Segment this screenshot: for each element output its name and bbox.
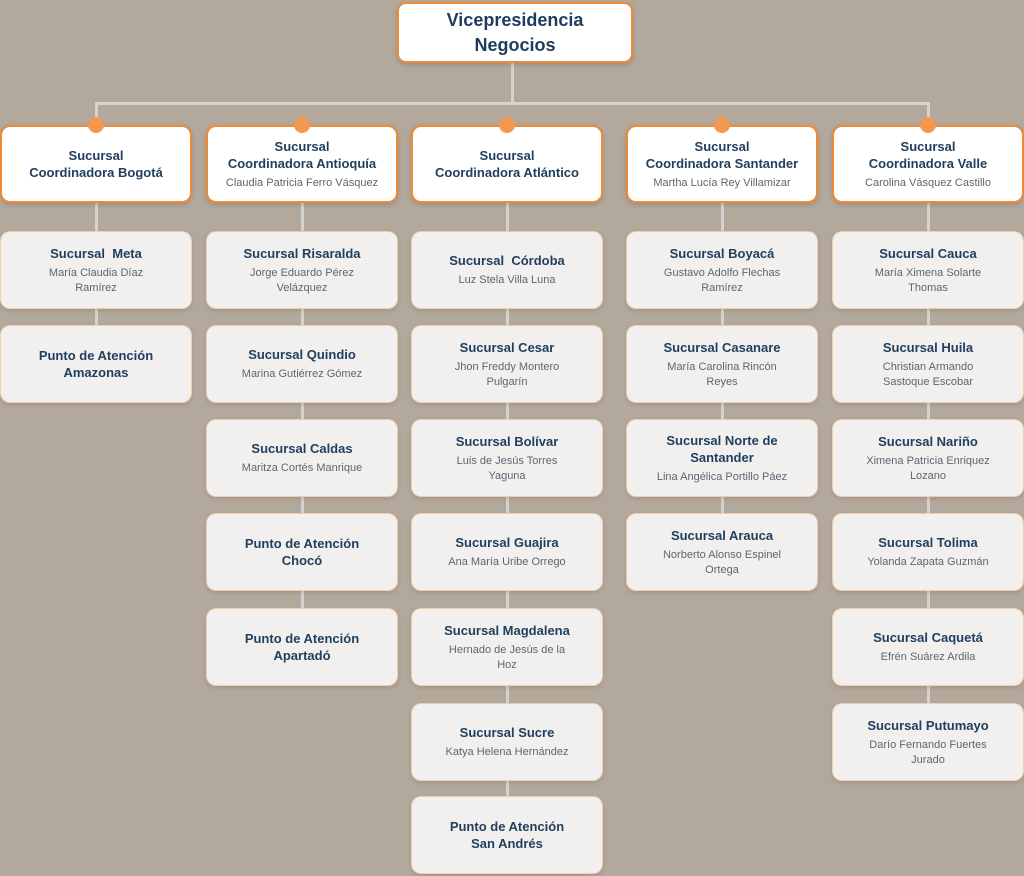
node-sucursal-huila[interactable]: Sucursal Huila Christian Armando Sastoqu…	[832, 325, 1024, 403]
node-punto-atencion-amazonas[interactable]: Punto de Atención Amazonas	[0, 325, 192, 403]
node-title: Sucursal Huila	[882, 339, 974, 355]
node-title: Sucursal Guajira	[455, 535, 559, 551]
node-person-name: Jhon Freddy Montero Pulgarín	[454, 361, 560, 388]
node-person-name: María Carolina Rincón Reyes	[667, 361, 777, 388]
node-sucursal-magdalena[interactable]: Sucursal Magdalena Hernado de Jesús de l…	[411, 608, 603, 686]
node-coordinadora-antioquia[interactable]: Sucursal Coordinadora Antioquía Claudia …	[206, 125, 398, 203]
node-person-name: Hernado de Jesús de la Hoz	[448, 644, 566, 671]
node-title: Sucursal Sucre	[459, 725, 555, 741]
node-sucursal-risaralda[interactable]: Sucursal Risaralda Jorge Eduardo Pérez V…	[206, 231, 398, 309]
node-person-name: Lina Angélica Portillo Páez	[656, 470, 788, 483]
node-title: Sucursal Risaralda	[243, 245, 361, 261]
node-person-name: Christian Armando Sastoque Escobar	[882, 361, 974, 388]
node-title: Sucursal Magdalena	[444, 622, 570, 638]
node-title: Sucursal Coordinadora Bogotá	[29, 147, 163, 180]
connector-dot	[920, 117, 936, 133]
node-title: Sucursal Norte de Santander	[666, 432, 778, 465]
node-title: Sucursal Córdoba	[449, 253, 565, 269]
node-person-name: Carolina Vásquez Castillo	[865, 176, 991, 189]
node-sucursal-caqueta[interactable]: Sucursal Caquetá Efrén Suárez Ardila	[832, 608, 1024, 686]
node-sucursal-boyaca[interactable]: Sucursal Boyacá Gustavo Adolfo Flechas R…	[626, 231, 818, 309]
connector-dot	[499, 117, 515, 133]
node-person-name: Maritza Cortés Manrique	[241, 462, 363, 475]
node-person-name: Luz Stela Villa Luna	[458, 274, 556, 287]
node-person-name: Gustavo Adolfo Flechas Ramírez	[663, 267, 781, 294]
node-person-name: Claudia Patricia Ferro Vásquez	[225, 176, 379, 189]
connector-root-stub	[510, 60, 514, 104]
node-person-name: Marina Gutiérrez Gómez	[241, 368, 363, 381]
connector-dot	[714, 117, 730, 133]
connector-spine-antioquia	[300, 203, 304, 613]
node-title: Sucursal Nariño	[878, 433, 978, 449]
node-punto-atencion-choco[interactable]: Punto de Atención Chocó	[206, 513, 398, 591]
connector-dot	[294, 117, 310, 133]
node-sucursal-guajira[interactable]: Sucursal Guajira Ana María Uribe Orrego	[411, 513, 603, 591]
node-title: Sucursal Coordinadora Atlántico	[435, 147, 579, 180]
node-title: Sucursal Tolima	[878, 535, 978, 551]
node-person-name: Yolanda Zapata Guzmán	[867, 556, 989, 569]
node-sucursal-tolima[interactable]: Sucursal Tolima Yolanda Zapata Guzmán	[832, 513, 1024, 591]
node-coordinadora-valle[interactable]: Sucursal Coordinadora Valle Carolina Vás…	[832, 125, 1024, 203]
node-sucursal-cordoba[interactable]: Sucursal Córdoba Luz Stela Villa Luna	[411, 231, 603, 309]
node-coordinadora-bogota[interactable]: Sucursal Coordinadora Bogotá	[0, 125, 192, 203]
node-sucursal-caldas[interactable]: Sucursal Caldas Maritza Cortés Manrique	[206, 419, 398, 497]
connector-dot	[88, 117, 104, 133]
node-sucursal-sucre[interactable]: Sucursal Sucre Katya Helena Hernández	[411, 703, 603, 781]
node-coordinadora-santander[interactable]: Sucursal Coordinadora Santander Martha L…	[626, 125, 818, 203]
node-person-name: Katya Helena Hernández	[445, 746, 569, 759]
node-title: Sucursal Coordinadora Valle	[868, 138, 988, 171]
node-person-name: Ximena Patricia Enriquez Lozano	[866, 455, 990, 482]
node-title: Punto de Atención Amazonas	[38, 347, 154, 380]
node-sucursal-meta[interactable]: Sucursal Meta María Claudia Díaz Ramírez	[0, 231, 192, 309]
connector-horizontal	[94, 101, 930, 105]
node-sucursal-cauca[interactable]: Sucursal Cauca María Ximena Solarte Thom…	[832, 231, 1024, 309]
node-title: Sucursal Cauca	[879, 245, 977, 261]
node-person-name: Luis de Jesús Torres Yaguna	[456, 455, 558, 482]
node-person-name: Efrén Suárez Ardila	[880, 651, 976, 664]
node-title: Sucursal Caquetá	[873, 630, 983, 646]
node-title: Punto de Atención Apartadó	[244, 630, 360, 663]
root-title: Vicepresidencia Negocios	[446, 10, 584, 55]
node-title: Sucursal Putumayo	[867, 717, 989, 733]
node-sucursal-cesar[interactable]: Sucursal Cesar Jhon Freddy Montero Pulga…	[411, 325, 603, 403]
node-title: Sucursal Caldas	[251, 441, 353, 457]
node-person-name: Darío Fernando Fuertes Jurado	[869, 739, 987, 766]
node-sucursal-quindio[interactable]: Sucursal Quindio Marina Gutiérrez Gómez	[206, 325, 398, 403]
node-title: Sucursal Bolívar	[455, 433, 559, 449]
node-sucursal-norte-de-santander[interactable]: Sucursal Norte de Santander Lina Angélic…	[626, 419, 818, 497]
node-coordinadora-atlantico[interactable]: Sucursal Coordinadora Atlántico	[411, 125, 603, 203]
node-title: Sucursal Quindio	[248, 347, 356, 363]
node-title: Sucursal Coordinadora Santander	[645, 138, 799, 171]
connector-spine-atlantico	[505, 203, 509, 801]
node-person-name: Martha Lucía Rey Villamizar	[653, 176, 791, 189]
node-sucursal-casanare[interactable]: Sucursal Casanare María Carolina Rincón …	[626, 325, 818, 403]
node-title: Punto de Atención San Andrés	[449, 818, 565, 851]
node-person-name: Jorge Eduardo Pérez Velázquez	[250, 267, 354, 294]
node-title: Sucursal Coordinadora Antioquía	[227, 138, 377, 171]
connector-left-drop	[94, 101, 98, 126]
node-sucursal-narino[interactable]: Sucursal Nariño Ximena Patricia Enriquez…	[832, 419, 1024, 497]
node-punto-atencion-apartado[interactable]: Punto de Atención Apartadó	[206, 608, 398, 686]
node-sucursal-arauca[interactable]: Sucursal Arauca Norberto Alonso Espinel …	[626, 513, 818, 591]
connector-right-drop	[926, 101, 930, 126]
node-person-name: Ana María Uribe Orrego	[448, 556, 566, 569]
node-sucursal-bolivar[interactable]: Sucursal Bolívar Luis de Jesús Torres Ya…	[411, 419, 603, 497]
node-title: Punto de Atención Chocó	[244, 535, 360, 568]
node-title: Sucursal Meta	[50, 245, 142, 261]
node-person-name: María Claudia Díaz Ramírez	[48, 267, 144, 294]
node-vicepresidencia-negocios[interactable]: Vicepresidencia Negocios	[397, 2, 633, 63]
node-title: Sucursal Cesar	[459, 339, 555, 355]
node-title: Sucursal Arauca	[670, 527, 774, 543]
node-person-name: María Ximena Solarte Thomas	[874, 267, 982, 294]
node-title: Sucursal Boyacá	[669, 245, 775, 261]
node-person-name: Norberto Alonso Espinel Ortega	[662, 549, 781, 576]
node-punto-atencion-san-andres[interactable]: Punto de Atención San Andrés	[411, 796, 603, 874]
node-title: Sucursal Casanare	[663, 339, 781, 355]
node-sucursal-putumayo[interactable]: Sucursal Putumayo Darío Fernando Fuertes…	[832, 703, 1024, 781]
